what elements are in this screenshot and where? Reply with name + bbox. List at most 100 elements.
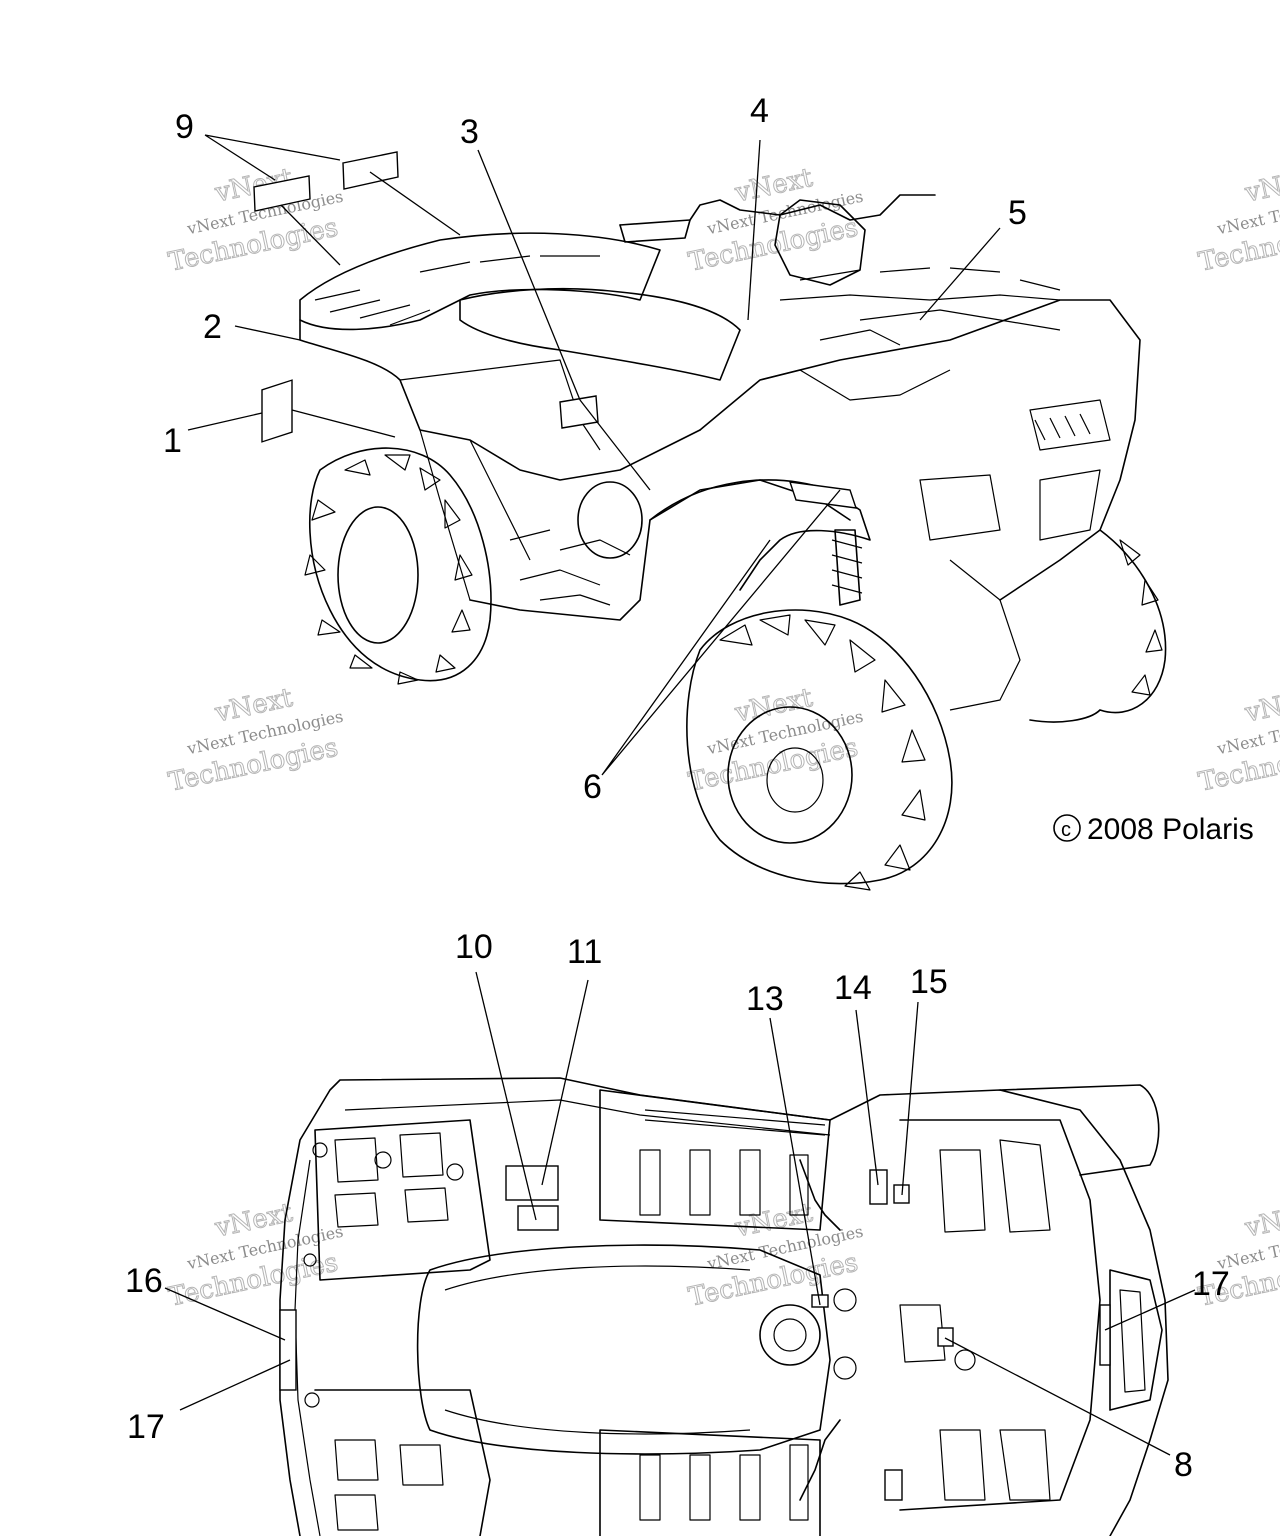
leader-9: [204, 134, 461, 266]
front-rack-slots: [799, 267, 1061, 346]
rack-bolt: [374, 1151, 392, 1169]
decal-13: [811, 1294, 829, 1308]
front-tread: [719, 614, 926, 891]
callout-15: 15: [910, 963, 948, 1001]
callout-10: 10: [455, 928, 493, 966]
shock-spring: [831, 539, 863, 594]
callout-6: 6: [583, 768, 602, 806]
top-rear-rack-slots: [334, 1132, 449, 1531]
callout-11: 11: [567, 933, 602, 971]
copyright-notice: c 2008 Polaris: [1053, 813, 1254, 846]
callout-1: 1: [163, 422, 182, 460]
leader-10: [475, 971, 537, 1221]
rack-bolt: [446, 1163, 464, 1181]
callout-17-right: 17: [1192, 1265, 1230, 1303]
front-shock: [834, 529, 861, 606]
watermark: vNext vNext Technologies Technologies: [166, 682, 345, 798]
leader-6: [601, 489, 841, 776]
decal-14: [869, 1169, 888, 1205]
top-knob: [833, 1288, 857, 1312]
rack-bolt: [312, 1142, 328, 1158]
watermark: vNext vNext Technologies Technologies: [166, 1197, 345, 1313]
footrest: [469, 479, 851, 621]
watermark: vNext vNext Technologies Technologies: [1196, 682, 1280, 798]
top-footwell-upper: [599, 1089, 831, 1231]
leader-14: [855, 1009, 879, 1186]
front-rim: [727, 706, 853, 844]
top-rear-rack: [314, 1119, 491, 1536]
copyright-text: 2008 Polaris: [1087, 813, 1254, 846]
front-bumper: [949, 559, 1021, 711]
top-front-bumper: [1109, 1269, 1163, 1411]
side-panel: [399, 359, 601, 601]
rack-bolt: [303, 1253, 317, 1267]
leader-15: [901, 1001, 919, 1196]
decal-6: [788, 481, 858, 509]
front-tire: [686, 609, 953, 885]
decal-8: [937, 1327, 954, 1347]
svg-text:vNext: vNext: [1242, 1198, 1280, 1244]
front-rack: [759, 294, 1061, 401]
front-hub: [766, 747, 824, 813]
top-knob: [833, 1356, 857, 1380]
front-body: [699, 299, 1141, 601]
top-gas-cap: [759, 1304, 821, 1366]
decal-16: [279, 1309, 297, 1391]
callout-17-left: 17: [127, 1408, 165, 1446]
callout-8: 8: [1174, 1446, 1193, 1484]
leader-2: [234, 325, 301, 341]
copyright-icon: [1053, 814, 1081, 842]
footwell-dots: [644, 1109, 826, 1136]
rear-rim: [337, 506, 419, 644]
callout-16: 16: [125, 1262, 163, 1300]
decal-11: [517, 1205, 559, 1231]
far-rear-tread: [1119, 539, 1163, 696]
footrest-pattern: [509, 529, 631, 606]
rear-rack: [299, 232, 661, 331]
rear-rack-slots: [314, 255, 600, 326]
rear-body: [299, 319, 701, 481]
callout-5: 5: [1008, 194, 1027, 232]
watermark: vNext vNext Technologies Technologies: [686, 682, 865, 798]
top-footwell-lower: [599, 1429, 821, 1536]
leader-11: [541, 979, 589, 1186]
top-seat-inner: [444, 1265, 751, 1435]
top-handlebar-lower: [799, 1419, 841, 1501]
leader-16: [164, 1287, 286, 1341]
top-outline: [279, 1077, 1169, 1536]
leader-3: [477, 149, 651, 491]
engine-cover: [577, 481, 643, 559]
leader-13: [769, 1017, 821, 1306]
polaris-logo-mark: [1034, 413, 1091, 441]
callout-4: 4: [750, 92, 769, 130]
copyright-symbol: c: [1061, 819, 1071, 841]
watermark: vNext vNext Technologies Technologies: [686, 1197, 865, 1313]
rear-tire: [308, 447, 492, 682]
top-front-rack-slots: [899, 1139, 1051, 1501]
handlebar-grip: [619, 219, 691, 243]
callout-2: 2: [203, 308, 222, 346]
muffler: [999, 1084, 1160, 1176]
leader-1: [187, 409, 396, 438]
callout-13: 13: [746, 980, 784, 1018]
leader-17-right: [1104, 1289, 1196, 1331]
leader-4: [747, 139, 761, 321]
decal-9b: [342, 151, 399, 190]
rear-tread: [304, 454, 473, 685]
callout-14: 14: [834, 969, 872, 1007]
footwell-peg-upper: [639, 1149, 809, 1216]
front-logo-strip: [1119, 1289, 1146, 1393]
far-rear-tire: [1029, 529, 1167, 723]
decal-lower-small: [884, 1469, 903, 1501]
top-seat: [416, 1244, 831, 1455]
decal-9a: [253, 175, 311, 212]
watermark: vNext vNext Technologies Technologies: [1196, 162, 1280, 278]
decal-3: [559, 395, 599, 429]
leader-5: [919, 227, 1001, 321]
top-inner-outline: [294, 1099, 831, 1536]
decal-17-right: [1099, 1304, 1111, 1366]
rack-bolt: [304, 1392, 320, 1408]
watermark: vNext vNext Technologies Technologies: [166, 162, 345, 278]
top-gas-cap-inner: [773, 1318, 807, 1352]
svg-text:vNext: vNext: [1242, 163, 1280, 209]
